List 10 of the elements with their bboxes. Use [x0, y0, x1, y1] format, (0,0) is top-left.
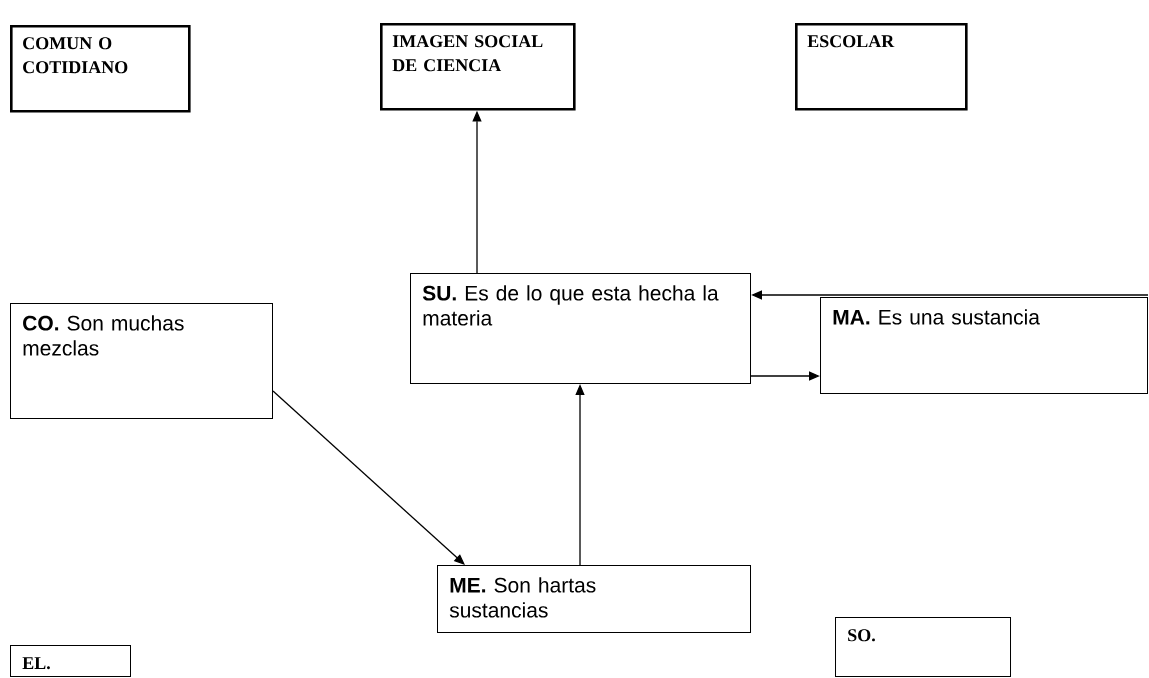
arrow [272, 390, 465, 565]
concept-box: EL. [10, 645, 131, 677]
concept-box: SU. Es de lo que esta hecha la materia [410, 273, 751, 384]
concept-box: CO. Son muchas mezclas [10, 303, 273, 419]
concept-box: ME. Son hartas sustancias [437, 565, 751, 633]
concept-box: MA. Es una sustancia [820, 297, 1148, 394]
concept-box: SO. [835, 617, 1011, 677]
concept-box: ESCOLAR [795, 23, 968, 111]
concept-box: IMAGEN SOCIAL DE CIENCIA [380, 23, 576, 111]
concept-box: COMUN O COTIDIANO [10, 25, 191, 113]
